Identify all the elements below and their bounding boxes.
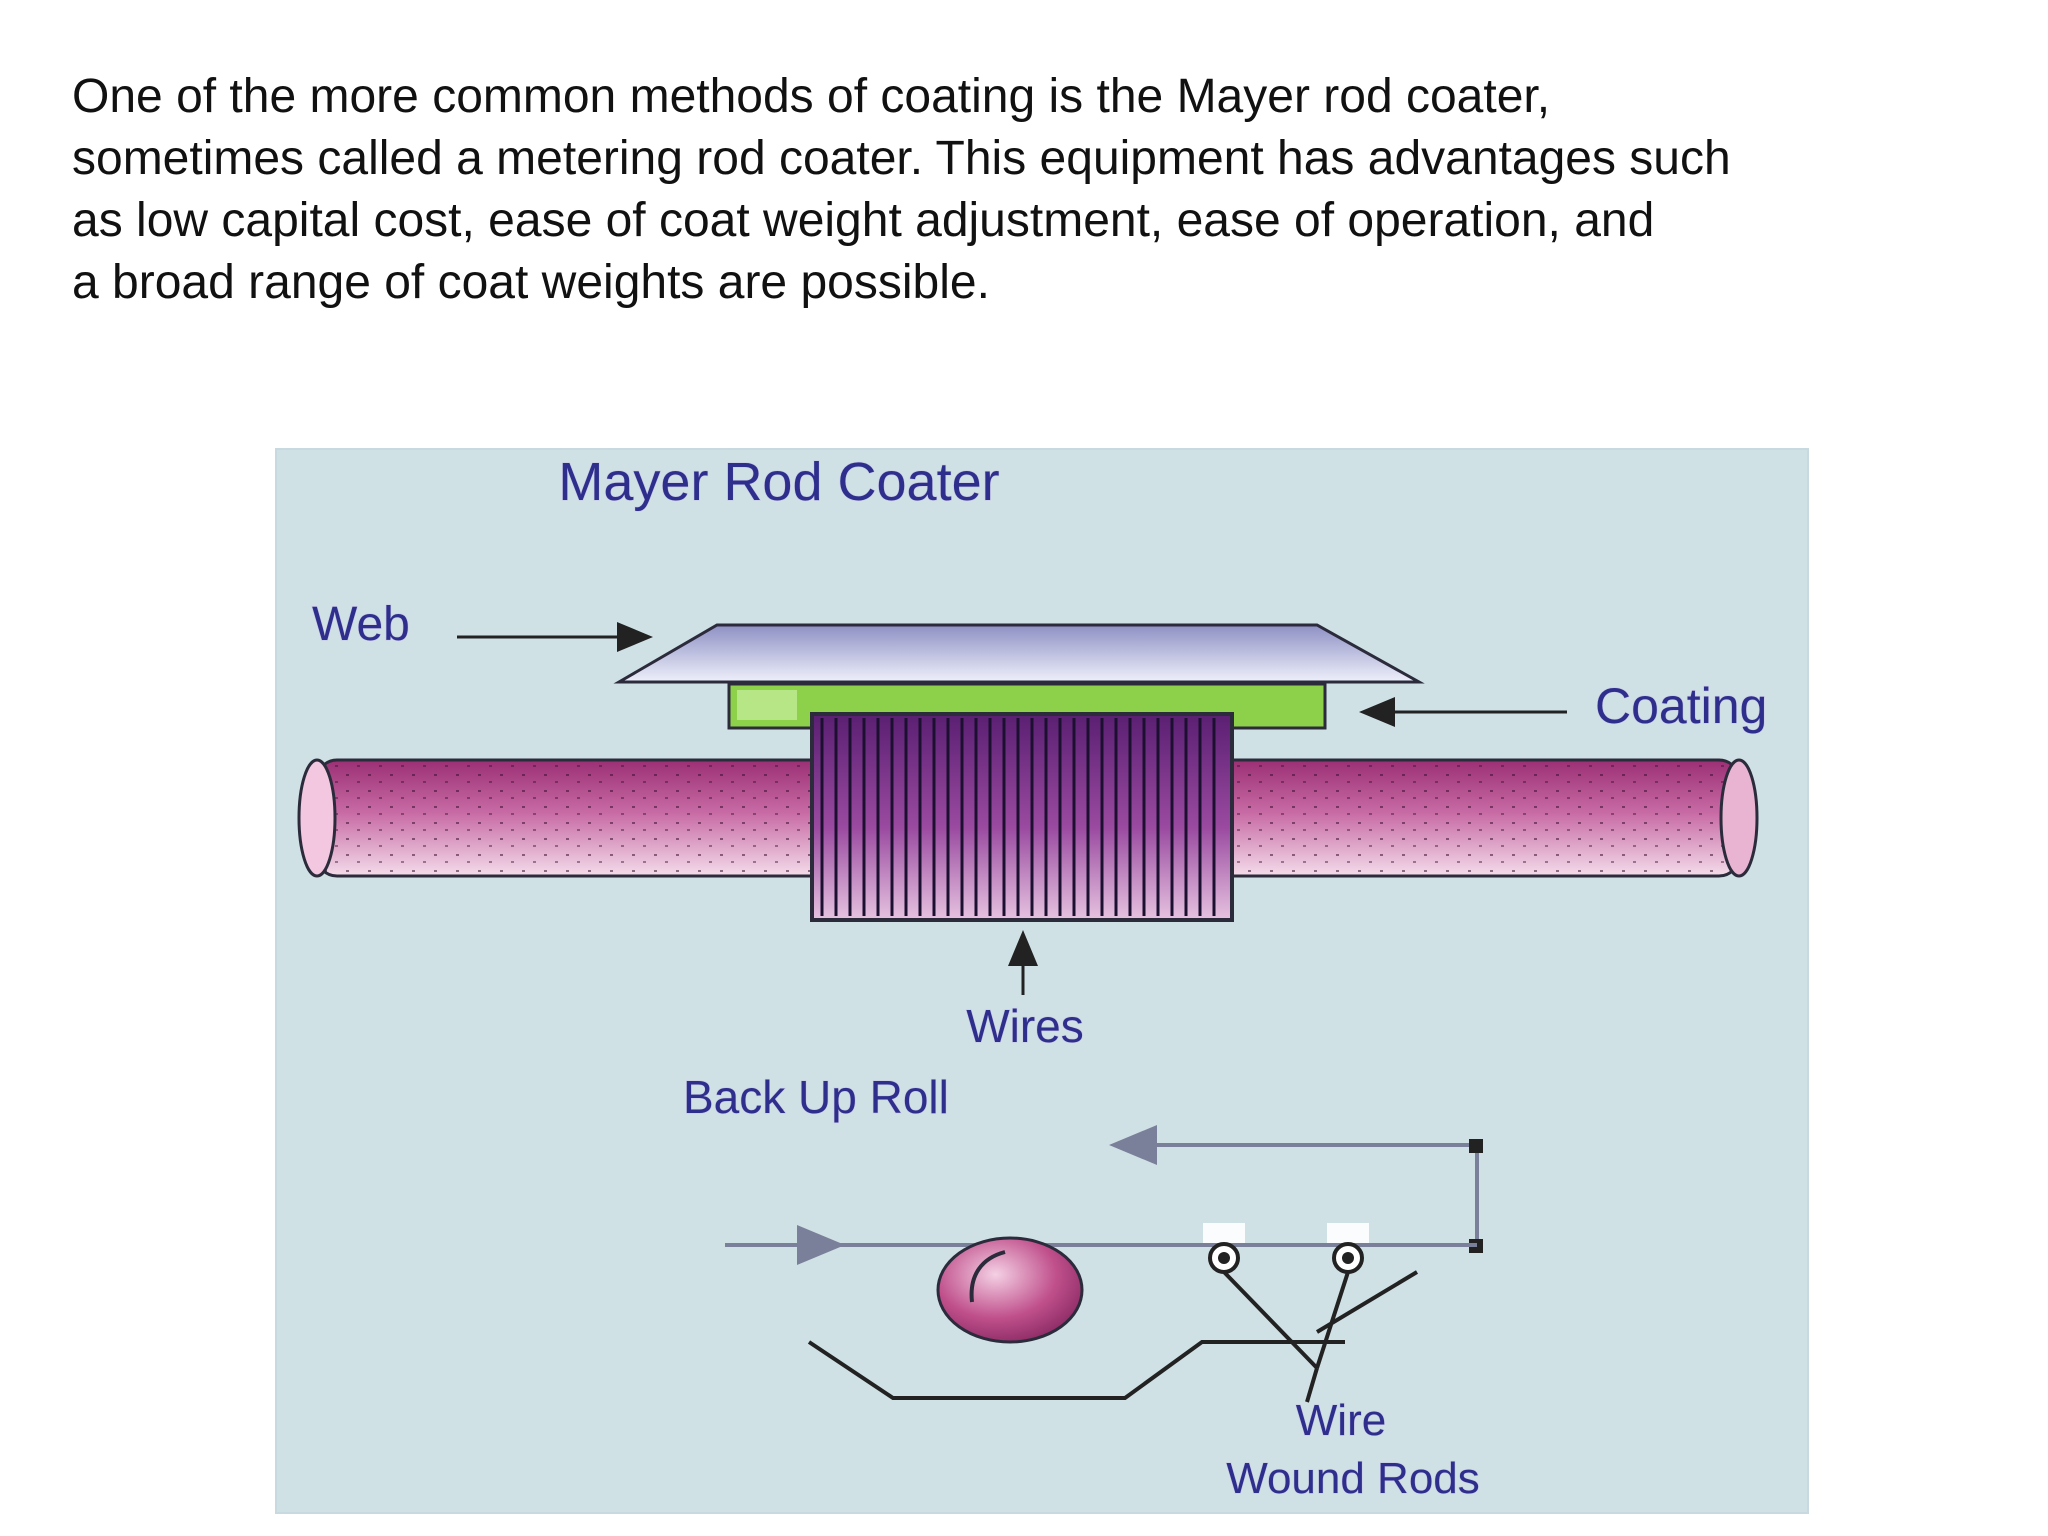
- rod-right-end: [1719, 758, 1759, 878]
- wire-windings: [810, 712, 1234, 922]
- coating-highlight: [737, 690, 797, 720]
- rod-cap-1: [1203, 1223, 1245, 1243]
- backup-roll-rotation-mark: [969, 1250, 1006, 1303]
- wires-label: Wires: [966, 1000, 1084, 1052]
- backup-roll-label: Back Up Roll: [683, 1071, 949, 1123]
- wire-wound-rods-label-line2: Wound Rods: [1226, 1454, 1480, 1503]
- mayer-rod-coater-diagram: Mayer Rod Coater Web Coating Wires Back …: [275, 448, 1809, 1514]
- path-node-top: [1469, 1139, 1483, 1153]
- intro-paragraph: One of the more common methods of coatin…: [72, 66, 1972, 314]
- wire-wound-rod-1-core: [1218, 1252, 1230, 1264]
- diagram-title: Mayer Rod Coater: [558, 452, 999, 512]
- coating-label: Coating: [1595, 678, 1767, 734]
- coating-pan: [807, 1340, 1345, 1400]
- wire-wound-rod-2-core: [1342, 1252, 1354, 1264]
- intro-line-2: sometimes called a metering rod coater. …: [72, 132, 1731, 185]
- intro-line-4: a broad range of coat weights are possib…: [72, 256, 990, 309]
- rod-holder-arms: [1222, 1270, 1419, 1403]
- web-shape: [613, 623, 1425, 684]
- diagram-canvas: Mayer Rod Coater Web Coating Wires Back …: [297, 451, 1768, 1504]
- rod-left-end: [297, 758, 337, 878]
- intro-line-3: as low capital cost, ease of coat weight…: [72, 194, 1655, 247]
- web-label: Web: [312, 598, 410, 651]
- wire-wound-rods-label-line1: Wire: [1296, 1396, 1386, 1445]
- rod-cap-2: [1327, 1223, 1369, 1243]
- backup-roll-shape: [936, 1236, 1084, 1344]
- intro-line-1: One of the more common methods of coatin…: [72, 70, 1551, 123]
